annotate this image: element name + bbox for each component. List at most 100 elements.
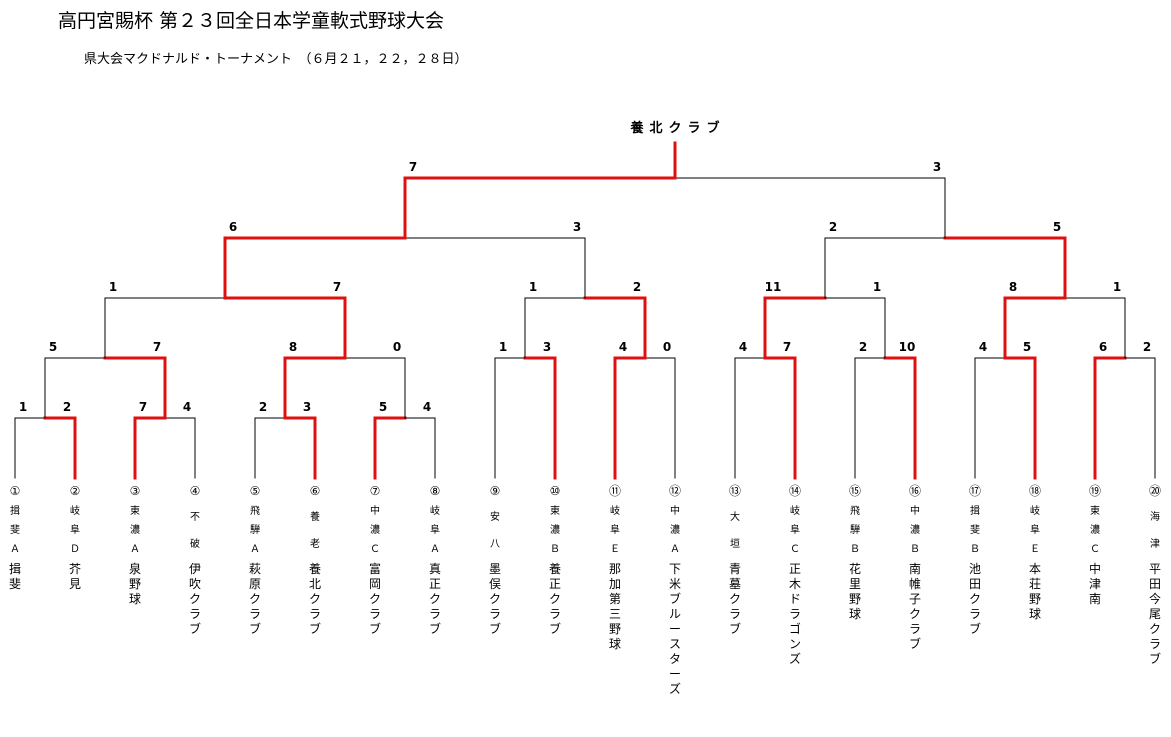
page-subtitle: 県大会マクドナルド・トーナメント （６月２１，２２，２８日）	[84, 52, 468, 67]
team-name: 下米ブルースターズ	[668, 562, 681, 696]
score-label: 3	[303, 400, 311, 414]
score-label: 1	[529, 280, 537, 294]
team-region: 養老	[310, 511, 320, 550]
team-name: 伊吹クラブ	[188, 562, 201, 636]
team-seed-number: ⑩	[549, 484, 561, 498]
team-seed-number: ⑭	[788, 484, 801, 498]
team-seed-number: ⑳	[1148, 484, 1161, 498]
team-seed-number: ⑬	[728, 484, 741, 498]
team-entry: ⑥ 養老養北クラブ	[304, 484, 326, 637]
team-name: 那加第三野球	[608, 562, 621, 651]
team-seed-number: ⑫	[668, 484, 681, 498]
team-name: 墨俣クラブ	[488, 562, 501, 636]
team-seed-number: ⑯	[908, 484, 921, 498]
team-seed-number: ⑲	[1088, 484, 1101, 498]
score-label: 1	[1113, 280, 1121, 294]
score-label: 3	[573, 220, 581, 234]
team-seed-number: ⑰	[968, 484, 981, 498]
score-label: 7	[153, 340, 161, 354]
team-seed-number: ①	[9, 484, 21, 498]
team-name: 揖斐	[8, 562, 21, 591]
score-label: 5	[1053, 220, 1061, 234]
team-seed-number: ⑥	[309, 484, 321, 498]
score-label: 2	[859, 340, 867, 354]
team-name: 青墓クラブ	[728, 562, 741, 636]
team-name: 泉野球	[128, 562, 141, 606]
score-label: 4	[739, 340, 747, 354]
score-label: 4	[423, 400, 431, 414]
team-region: 安八	[490, 511, 500, 550]
team-name: 真正クラブ	[428, 562, 441, 636]
score-label: 7	[333, 280, 341, 294]
score-label: 4	[619, 340, 627, 354]
score-label: 5	[1023, 340, 1031, 354]
team-seed-number: ③	[129, 484, 141, 498]
score-label: 2	[633, 280, 641, 294]
score-label: 3	[933, 160, 941, 174]
team-name: 養正クラブ	[548, 562, 561, 636]
score-label: 7	[783, 340, 791, 354]
score-label: 10	[899, 340, 916, 354]
score-label: 1	[873, 280, 881, 294]
team-seed-number: ⑪	[608, 484, 621, 498]
score-label: 2	[259, 400, 267, 414]
team-seed-number: ⑧	[429, 484, 441, 498]
team-entry: ⑨ 安八墨俣クラブ	[484, 484, 506, 637]
score-label: 2	[1143, 340, 1151, 354]
team-region: 大垣	[730, 511, 740, 550]
team-name: 本荘野球	[1028, 562, 1041, 621]
score-label: 2	[63, 400, 71, 414]
team-seed-number: ⑱	[1028, 484, 1041, 498]
score-label: 7	[139, 400, 147, 414]
team-entry: ⑬ 大垣青墓クラブ	[724, 484, 746, 637]
score-label: 8	[289, 340, 297, 354]
score-label: 5	[379, 400, 387, 414]
team-seed-number: ②	[69, 484, 81, 498]
team-name: 正木ドラゴンズ	[788, 562, 801, 666]
team-name: 芥見	[68, 562, 81, 591]
score-label: 2	[829, 220, 837, 234]
team-name: 養北クラブ	[308, 562, 321, 636]
score-label: 8	[1009, 280, 1017, 294]
team-name: 中津南	[1088, 562, 1101, 606]
team-name: 南帷子クラブ	[908, 562, 921, 651]
page-title: 高円宮賜杯 第２３回全日本学童軟式野球大会	[58, 10, 445, 32]
champion-label: 養北クラブ	[629, 120, 725, 136]
score-label: 1	[109, 280, 117, 294]
score-label: 11	[765, 280, 782, 294]
team-region: 海津	[1150, 511, 1160, 550]
score-label: 1	[19, 400, 27, 414]
team-name: 池田クラブ	[968, 562, 981, 636]
team-region: 不破	[190, 511, 200, 550]
score-label: 3	[543, 340, 551, 354]
score-label: 6	[229, 220, 237, 234]
team-name: 平田今尾クラブ	[1148, 562, 1161, 666]
team-seed-number: ⑨	[489, 484, 501, 498]
team-seed-number: ⑦	[369, 484, 381, 498]
